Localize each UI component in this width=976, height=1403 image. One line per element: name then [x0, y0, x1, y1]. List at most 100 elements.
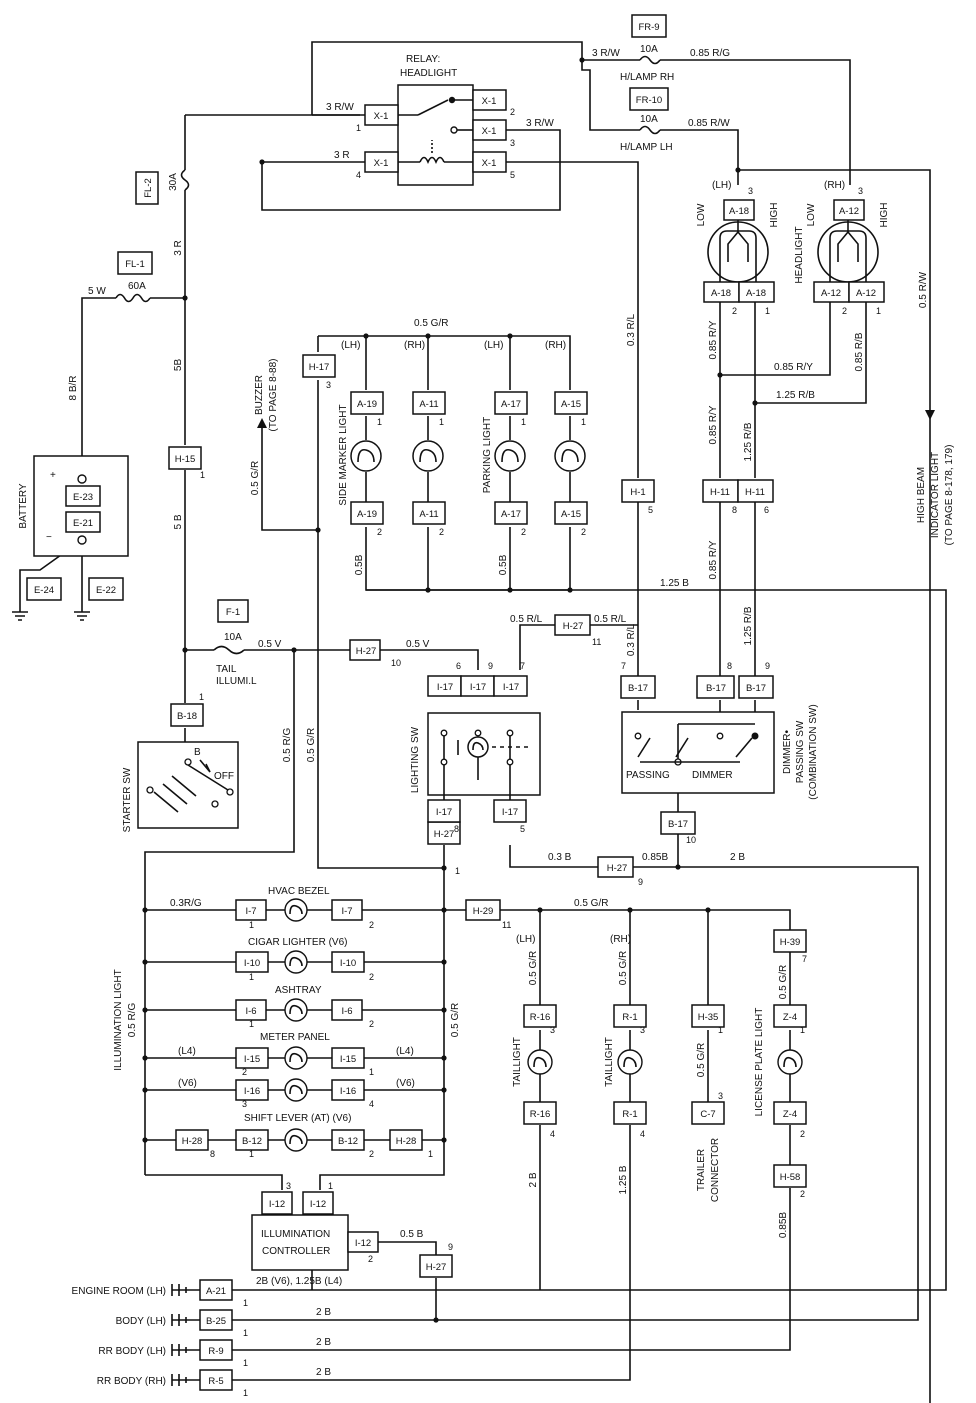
svg-text:1: 1 — [249, 1019, 254, 1029]
conn-h27-tail: H-27 — [349, 639, 381, 661]
conn-e23: E-23 — [65, 485, 101, 507]
conn-z4-top: Z-4 — [773, 1004, 807, 1028]
svg-text:4: 4 — [356, 170, 361, 180]
svg-text:(LH): (LH) — [341, 340, 360, 351]
svg-text:2: 2 — [369, 920, 374, 930]
svg-text:SIDE MARKER LIGHT: SIDE MARKER LIGHT — [338, 404, 349, 505]
svg-text:0.85B: 0.85B — [778, 1212, 789, 1238]
svg-text:0.5 R/W: 0.5 R/W — [918, 271, 929, 308]
conn-i17-5: I-17 — [493, 799, 527, 823]
svg-text:HVAC BEZEL: HVAC BEZEL — [268, 886, 330, 897]
svg-text:10: 10 — [391, 658, 401, 668]
svg-text:2: 2 — [800, 1189, 805, 1199]
tag-fl2: FL-2 — [135, 171, 159, 205]
svg-text:3: 3 — [640, 1025, 645, 1035]
svg-text:(L4): (L4) — [396, 1046, 414, 1057]
conn-h58: H-58 — [773, 1164, 807, 1188]
svg-text:0.5 B: 0.5 B — [400, 1229, 424, 1240]
svg-text:Z-4: Z-4 — [783, 1012, 797, 1023]
svg-text:1: 1 — [243, 1358, 248, 1368]
svg-text:2: 2 — [377, 527, 382, 537]
bulb-side-marker-lh — [350, 440, 382, 472]
conn-h28-right: H-28 — [389, 1129, 423, 1151]
conn-i12-1: I-12 — [302, 1191, 334, 1215]
svg-text:X-1: X-1 — [482, 158, 497, 169]
ground-engine-room-icon — [171, 1284, 187, 1296]
svg-text:1.25 R/B: 1.25 R/B — [776, 390, 815, 401]
svg-text:0.85 R/G: 0.85 R/G — [690, 48, 730, 59]
svg-text:CONNECTOR: CONNECTOR — [710, 1138, 721, 1202]
svg-text:FR-9: FR-9 — [638, 22, 659, 33]
conn-h27-rl: H-27 — [554, 614, 591, 636]
svg-text:0.85 R/Y: 0.85 R/Y — [774, 362, 813, 373]
svg-text:R-16: R-16 — [530, 1109, 551, 1120]
svg-text:I-17: I-17 — [502, 807, 518, 818]
svg-text:I-12: I-12 — [310, 1199, 326, 1210]
svg-text:2: 2 — [732, 306, 737, 316]
svg-text:X-1: X-1 — [374, 111, 389, 122]
svg-text:8: 8 — [732, 505, 737, 515]
svg-text:1: 1 — [439, 417, 444, 427]
svg-text:1.25 R/B: 1.25 R/B — [743, 422, 754, 461]
svg-text:TRAILER: TRAILER — [696, 1149, 707, 1191]
relay-title: RELAY: — [406, 54, 440, 65]
svg-text:1: 1 — [377, 417, 382, 427]
svg-text:1: 1 — [249, 920, 254, 930]
starter-switch — [137, 741, 239, 829]
svg-text:0.3 B: 0.3 B — [548, 852, 572, 863]
svg-text:2: 2 — [439, 527, 444, 537]
svg-text:(LH): (LH) — [712, 180, 731, 191]
svg-text:I-16: I-16 — [244, 1086, 260, 1097]
svg-text:1: 1 — [249, 972, 254, 982]
conn-c7: C-7 — [691, 1101, 725, 1125]
ground-rr-body-rh-icon — [171, 1374, 187, 1386]
ground-engine-room: ENGINE ROOM (LH) — [72, 1286, 166, 1297]
conn-b12-left: B-12 — [235, 1129, 269, 1151]
svg-text:ASHTRAY: ASHTRAY — [275, 985, 322, 996]
svg-text:I-7: I-7 — [341, 906, 352, 917]
svg-text:E-21: E-21 — [73, 518, 93, 529]
svg-text:9: 9 — [638, 877, 643, 887]
ground-body-lh: BODY (LH) — [116, 1316, 166, 1327]
svg-text:ILLUMINATION LIGHT: ILLUMINATION LIGHT — [113, 969, 124, 1071]
svg-text:4: 4 — [369, 1099, 374, 1109]
svg-text:0.85B: 0.85B — [642, 852, 668, 863]
conn-r16-top: R-16 — [523, 1004, 557, 1028]
svg-text:2: 2 — [842, 306, 847, 316]
svg-text:HIGH BEAM: HIGH BEAM — [916, 467, 927, 523]
svg-text:5 B: 5 B — [173, 514, 184, 529]
svg-text:2: 2 — [581, 527, 586, 537]
conn-h27-lighting: H-27 — [427, 821, 461, 845]
conn-h17-buzzer: H-17 — [302, 354, 336, 378]
conn-e24: E-24 — [26, 577, 62, 601]
svg-text:TAILLIGHT: TAILLIGHT — [604, 1037, 615, 1087]
svg-text:(RH): (RH) — [824, 180, 845, 191]
svg-text:0.5B: 0.5B — [498, 554, 509, 575]
conn-h39: H-39 — [773, 929, 807, 953]
svg-text:I-10: I-10 — [244, 958, 260, 969]
conn-i6-left: I-6 — [235, 999, 267, 1021]
bulb-ashtray — [284, 998, 308, 1022]
svg-text:ILLUMINATION: ILLUMINATION — [261, 1229, 330, 1240]
conn-r16-bottom: R-16 — [523, 1101, 557, 1125]
pin-numbers: 1 4 2 3 5 3 3 2 1 2 1 3 1 1 1 1 2 2 2 2 … — [199, 107, 881, 1398]
conn-b17-9: B-17 — [738, 675, 774, 699]
svg-text:B-17: B-17 — [628, 683, 648, 694]
svg-text:(RH): (RH) — [404, 340, 425, 351]
svg-text:B-17: B-17 — [668, 819, 688, 830]
svg-text:I-12: I-12 — [269, 1199, 285, 1210]
illumination-controller-box — [251, 1214, 349, 1271]
svg-text:H-28: H-28 — [396, 1136, 417, 1147]
svg-text:A-17: A-17 — [501, 399, 521, 410]
wires — [19, 41, 947, 1403]
conn-b12-right: B-12 — [331, 1129, 365, 1151]
svg-text:3: 3 — [286, 1181, 291, 1191]
svg-text:7: 7 — [621, 661, 626, 671]
conn-h27-ctrl: H-27 — [419, 1254, 453, 1278]
svg-text:A-18: A-18 — [711, 288, 731, 299]
svg-text:C-7: C-7 — [700, 1109, 715, 1120]
svg-text:R-1: R-1 — [622, 1109, 637, 1120]
svg-text:3: 3 — [718, 1091, 723, 1101]
svg-text:10A: 10A — [640, 114, 658, 125]
